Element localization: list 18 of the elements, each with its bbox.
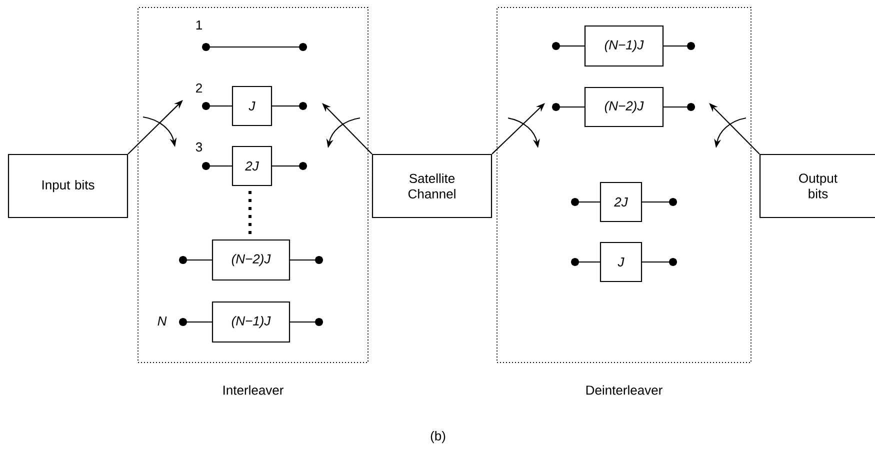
delay-box: J [232, 86, 272, 126]
process-box: Input bits [8, 154, 128, 218]
delay-box: (N−2)J [212, 239, 290, 281]
row-number: N [158, 316, 167, 326]
delay-box: J [600, 242, 642, 282]
delay-box: (N−1)J [584, 25, 664, 67]
delay-box: 2J [600, 182, 642, 222]
delay-box: (N−2)J [584, 86, 664, 128]
process-box: Satellite Channel [372, 154, 492, 218]
delay-box: (N−1)J [212, 301, 290, 343]
row-number: 2 [196, 83, 202, 93]
row-number: 1 [196, 20, 202, 30]
delay-box: 2J [232, 146, 272, 186]
row-number: 3 [196, 142, 202, 152]
caption: (b) [430, 430, 446, 444]
node-label: Deinterleaver [586, 385, 662, 395]
node-label: Interleaver [224, 385, 284, 395]
process-box: Output bits [759, 154, 875, 218]
